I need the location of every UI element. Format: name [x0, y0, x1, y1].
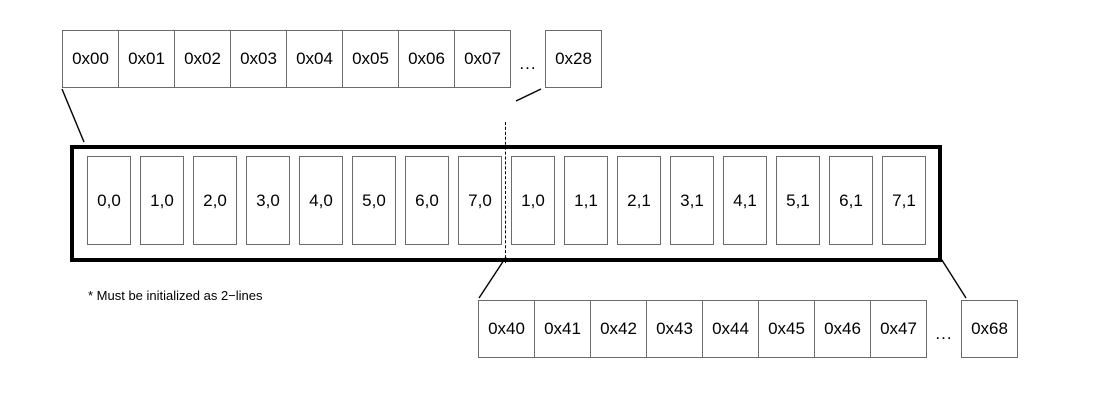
- address-cell: 0x43: [646, 300, 703, 358]
- address-cell: 0x01: [118, 30, 175, 88]
- footnote-text: * Must be initialized as 2−lines: [88, 288, 263, 303]
- address-cell-tail: 0x28: [545, 30, 602, 88]
- address-cell: 0x03: [230, 30, 287, 88]
- buffer-slot: 2,0: [193, 156, 237, 245]
- ellipsis-separator: ...: [519, 54, 537, 73]
- buffer-slot: 4,1: [723, 156, 767, 245]
- ellipsis-separator: ...: [935, 324, 953, 343]
- buffer-slot: 0,0: [87, 156, 131, 245]
- connector-top-left: [61, 88, 85, 143]
- address-cell: 0x45: [758, 300, 815, 358]
- address-cell: 0x40: [478, 300, 535, 358]
- buffer-slot: 4,0: [299, 156, 343, 245]
- address-cell-tail: 0x68: [961, 300, 1018, 358]
- address-cell: 0x07: [454, 30, 511, 88]
- buffer-slot: 1,1: [564, 156, 608, 245]
- buffer-slot: 5,0: [352, 156, 396, 245]
- buffer-slot: 3,0: [246, 156, 290, 245]
- connector-bottom-left: [478, 256, 507, 299]
- buffer-slot: 6,1: [829, 156, 873, 245]
- address-cell: 0x00: [62, 30, 119, 88]
- buffer-slot: 1,0: [140, 156, 184, 245]
- line-boundary-divider: [505, 122, 506, 263]
- address-cell: 0x42: [590, 300, 647, 358]
- address-cell: 0x04: [286, 30, 343, 88]
- address-cell: 0x44: [702, 300, 759, 358]
- buffer-slot: 3,1: [670, 156, 714, 245]
- address-cell: 0x05: [342, 30, 399, 88]
- buffer-slot: 2,1: [617, 156, 661, 245]
- address-cell: 0x06: [398, 30, 455, 88]
- address-cell: 0x46: [814, 300, 871, 358]
- buffer-slot: 6,0: [405, 156, 449, 245]
- connector-bottom-right: [939, 256, 967, 299]
- connector-top-right: [515, 88, 542, 102]
- buffer-slot-list: 0,0 1,0 2,0 3,0 4,0 5,0 6,0 7,0 1,0 1,1 …: [87, 156, 926, 245]
- buffer-slot: 7,0: [458, 156, 502, 245]
- bottom-address-row: 0x40 0x41 0x42 0x43 0x44 0x45 0x46 0x47 …: [478, 300, 1018, 358]
- top-address-row: 0x00 0x01 0x02 0x03 0x04 0x05 0x06 0x07 …: [62, 30, 602, 88]
- address-cell: 0x02: [174, 30, 231, 88]
- address-cell: 0x47: [870, 300, 927, 358]
- buffer-slot: 7,1: [882, 156, 926, 245]
- two-line-buffer: 0,0 1,0 2,0 3,0 4,0 5,0 6,0 7,0 1,0 1,1 …: [70, 145, 942, 262]
- buffer-slot: 5,1: [776, 156, 820, 245]
- buffer-slot: 1,0: [511, 156, 555, 245]
- address-cell: 0x41: [534, 300, 591, 358]
